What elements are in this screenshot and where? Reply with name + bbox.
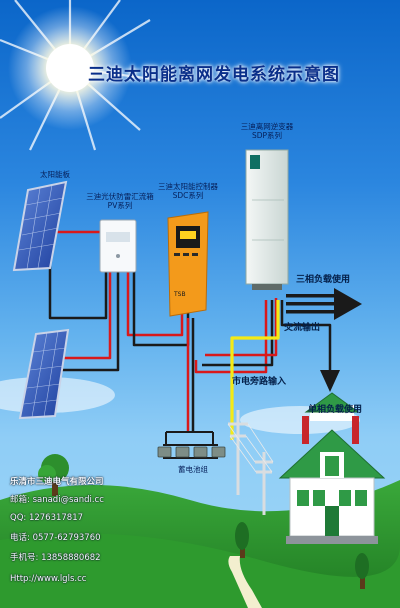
front-hill bbox=[0, 533, 400, 608]
diagram-title: 三迪太阳能离网发电系统示意图 bbox=[88, 65, 340, 85]
grid-input-label: 市电旁路输入 bbox=[232, 377, 287, 387]
contact-email: 邮箱: sanadi@sandi.cc bbox=[10, 495, 104, 505]
controller-badge: TSB bbox=[174, 291, 186, 298]
solar-panel-label: 太阳能板 bbox=[40, 170, 70, 179]
contact-qq: QQ: 1276317817 bbox=[10, 513, 84, 523]
controller-name: 三迪太阳能控制器 bbox=[158, 182, 218, 191]
house-icon bbox=[278, 392, 386, 544]
contact-website[interactable]: Http://www.lgls.cc bbox=[10, 574, 87, 584]
solar-panel-icon bbox=[18, 328, 70, 420]
three-phase-arrow bbox=[286, 288, 362, 320]
combiner-box-icon bbox=[99, 219, 137, 273]
path bbox=[228, 556, 262, 608]
battery-label: 蓄电池组 bbox=[178, 465, 208, 474]
tree-icon bbox=[38, 454, 69, 496]
combiner-label: 三迪光伏防雷汇流箱 PV系列 bbox=[85, 192, 155, 210]
contact-mobile: 手机号: 13858880682 bbox=[10, 553, 101, 563]
contact-phone: 电话: 0577-62793760 bbox=[10, 533, 101, 543]
utility-pole-icon bbox=[228, 410, 273, 515]
ac-output-label: 交流输出 bbox=[284, 323, 321, 333]
inverter-name: 三迪离网逆变器 bbox=[240, 122, 294, 131]
ac-output-arrow bbox=[320, 370, 340, 392]
controller-series: SDC系列 bbox=[172, 191, 204, 200]
company-name: 乐清市三迪电气有限公司 bbox=[10, 477, 104, 487]
combiner-series: PV系列 bbox=[107, 201, 133, 210]
three-phase-label: 三相负载使用 bbox=[296, 275, 351, 285]
controller-icon bbox=[167, 211, 209, 317]
controller-label: 三迪太阳能控制器 SDC系列 bbox=[158, 182, 218, 200]
inverter-series: SDP系列 bbox=[251, 131, 283, 140]
inverter-label: 三迪离网逆变器 SDP系列 bbox=[236, 122, 298, 140]
sun-icon bbox=[0, 0, 161, 151]
solar-panel-icon bbox=[12, 180, 68, 272]
tree-icon bbox=[235, 522, 249, 558]
combiner-name: 三迪光伏防雷汇流箱 bbox=[86, 192, 154, 201]
tree-icon bbox=[355, 553, 369, 589]
single-phase-label: 单相负载使用 bbox=[308, 405, 363, 415]
battery-bank bbox=[157, 431, 226, 459]
inverter-icon bbox=[245, 149, 289, 290]
power-lines bbox=[227, 423, 274, 473]
